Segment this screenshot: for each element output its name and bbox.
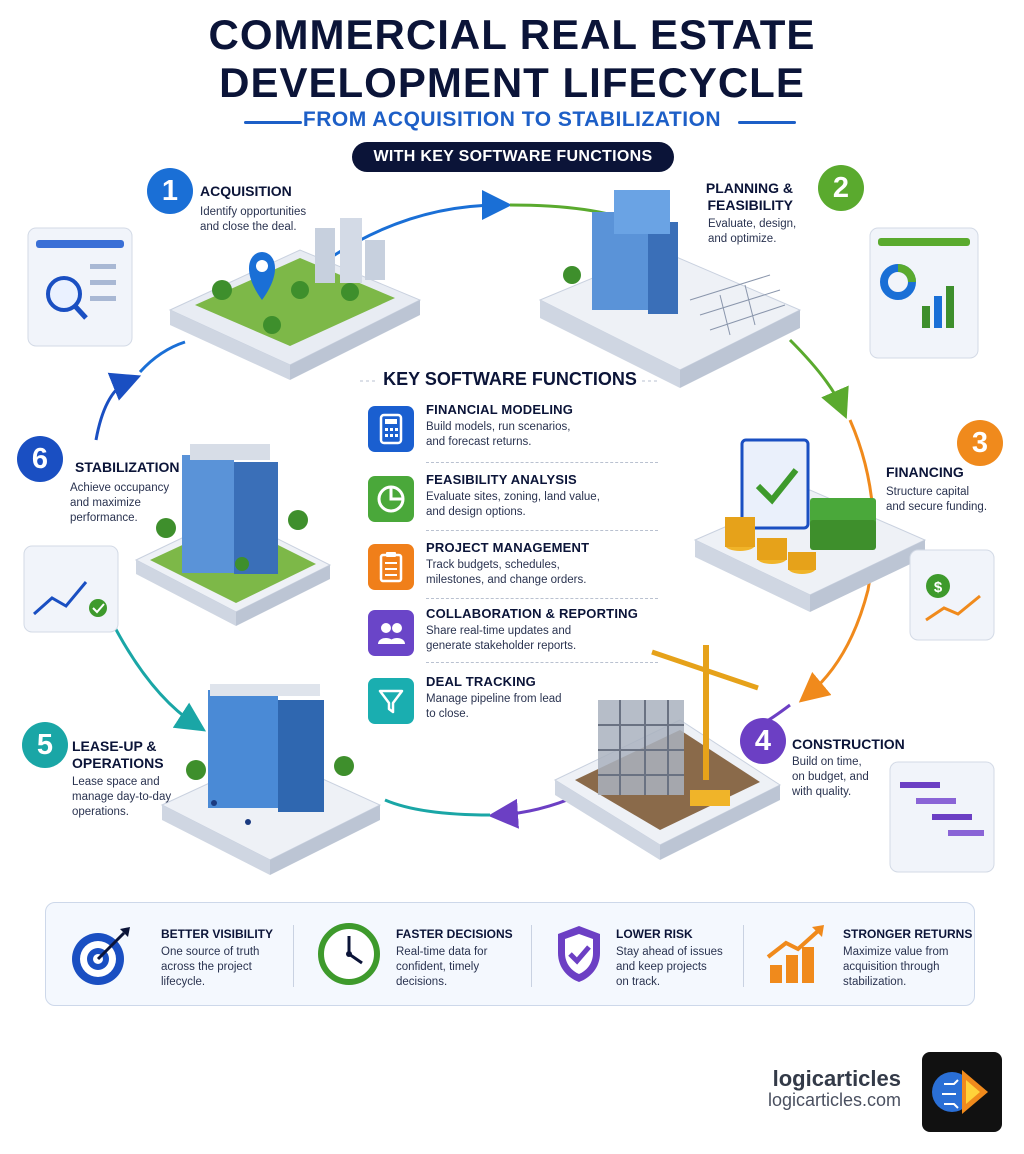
benefit-desc: Stay ahead of issues and keep projects o… <box>616 946 723 988</box>
benefit-title: BETTER VISIBILITY <box>161 927 274 941</box>
stage-5-number: 5 <box>22 722 68 768</box>
funnel-icon <box>368 678 414 724</box>
stage-2-number: 2 <box>818 165 864 211</box>
search-dashboard-card <box>27 227 133 347</box>
brand-name: logicarticles <box>772 1066 901 1091</box>
benefit-desc: Real-time data for confident, timely dec… <box>396 946 488 988</box>
stage-1-number: 1 <box>147 168 193 214</box>
main-title-line1: COMMERCIAL REAL ESTATE <box>208 11 816 58</box>
target-icon <box>72 927 130 985</box>
key-function-name: FEASIBILITY ANALYSIS <box>426 472 577 487</box>
planning-building-illustration <box>538 190 802 388</box>
stage-3-number: 3 <box>957 420 1003 466</box>
divider <box>426 462 658 463</box>
stage-2-title: PLANNING & FEASIBILITY <box>705 180 793 213</box>
land-parcel-illustration <box>168 218 422 380</box>
stage-1-desc: Identify opportunities and close the dea… <box>200 206 307 233</box>
key-function-feasibility-analysis: FEASIBILITY ANALYSIS Evaluate sites, zon… <box>368 472 660 536</box>
key-function-name: COLLABORATION & REPORTING <box>426 606 639 621</box>
shield-check-icon <box>558 926 600 982</box>
benefit-faster-decisions: FASTER DECISIONS Real-time data for conf… <box>296 903 534 1007</box>
stage-5-desc: Lease space and manage day-to-day operat… <box>72 776 172 818</box>
benefits-bar: BETTER VISIBILITY One source of truth ac… <box>45 902 975 1006</box>
key-function-desc: Build models, run scenarios, and forecas… <box>426 421 571 448</box>
benefit-desc: One source of truth across the project l… <box>161 946 260 988</box>
stage-3-title: FINANCING <box>886 464 964 480</box>
divider <box>531 925 532 987</box>
stage-3-desc: Structure capital and secure funding. <box>886 486 988 513</box>
main-title-line2: DEVELOPMENT LIFECYCLE <box>219 59 805 106</box>
divider <box>426 662 658 663</box>
growth-chart-icon <box>766 925 824 983</box>
subtitle-rule-left <box>244 121 302 124</box>
key-function-name: DEAL TRACKING <box>426 674 536 689</box>
benefit-desc: Maximize value from acquisition through … <box>843 946 949 988</box>
stage-2-desc: Evaluate, design, and optimize. <box>708 218 797 245</box>
calculator-icon <box>368 406 414 452</box>
subtitle: FROM ACQUISITION TO STABILIZATION <box>302 108 722 131</box>
gantt-chart-card <box>889 761 995 873</box>
construction-illustration <box>553 645 782 860</box>
key-function-project-management: PROJECT MANAGEMENT Track budgets, schedu… <box>368 540 660 604</box>
benefit-title: STRONGER RETURNS <box>843 927 973 941</box>
people-icon <box>368 610 414 656</box>
key-function-desc: Evaluate sites, zoning, land value, and … <box>426 491 600 518</box>
key-function-deal-tracking: DEAL TRACKING Manage pipeline from lead … <box>368 674 660 738</box>
brand-logo <box>922 1052 1002 1132</box>
divider <box>426 530 658 531</box>
divider <box>743 925 744 987</box>
benefit-lower-risk: LOWER RISK Stay ahead of issues and keep… <box>534 903 744 1007</box>
subtitle-rule-right <box>738 121 796 124</box>
dollar-chart-card: $ <box>909 549 995 641</box>
key-function-desc: Manage pipeline from lead to close. <box>426 693 562 720</box>
pie-chart-icon <box>368 476 414 522</box>
pie-chart-dashboard-card <box>869 227 979 359</box>
stage-6-desc: Achieve occupancy and maximize performan… <box>70 482 170 524</box>
key-function-financial-modeling: FINANCIAL MODELING Build models, run sce… <box>368 402 660 466</box>
key-function-desc: Track budgets, schedules, milestones, an… <box>426 559 587 586</box>
stage-4-desc: Build on time, on budget, and with quali… <box>792 756 869 798</box>
key-function-name: PROJECT MANAGEMENT <box>426 540 590 555</box>
stage-4-title: CONSTRUCTION <box>792 736 905 752</box>
benefit-stronger-returns: STRONGER RETURNS Maximize value from acq… <box>746 903 974 1007</box>
stage-4-number: 4 <box>740 718 786 764</box>
leaseup-building-illustration <box>160 684 382 875</box>
svg-text:$: $ <box>934 579 943 596</box>
key-function-collaboration-reporting: COLLABORATION & REPORTING Share real-tim… <box>368 606 660 670</box>
benefit-title: FASTER DECISIONS <box>396 927 513 941</box>
trend-chart-card <box>23 545 119 633</box>
key-function-name: FINANCIAL MODELING <box>426 402 574 417</box>
divider <box>293 925 294 987</box>
stage-6-title: STABILIZATION <box>75 459 180 475</box>
brand-url[interactable]: logicarticles.com <box>767 1090 901 1110</box>
stabilization-building-illustration <box>134 444 332 626</box>
key-function-desc: Share real-time updates and generate sta… <box>426 625 577 652</box>
software-functions-pill: WITH KEY SOFTWARE FUNCTIONS <box>352 142 674 172</box>
benefit-better-visibility: BETTER VISIBILITY One source of truth ac… <box>46 903 286 1007</box>
stage-5-title: LEASE-UP & OPERATIONS <box>72 738 164 771</box>
financing-illustration <box>693 438 927 612</box>
benefit-title: LOWER RISK <box>616 927 693 941</box>
key-functions-title: KEY SOFTWARE FUNCTIONS <box>383 369 637 389</box>
stage-1-title: ACQUISITION <box>200 183 292 199</box>
clock-icon <box>318 923 380 985</box>
clipboard-icon <box>368 544 414 590</box>
divider <box>426 598 658 599</box>
stage-6-number: 6 <box>17 436 63 482</box>
